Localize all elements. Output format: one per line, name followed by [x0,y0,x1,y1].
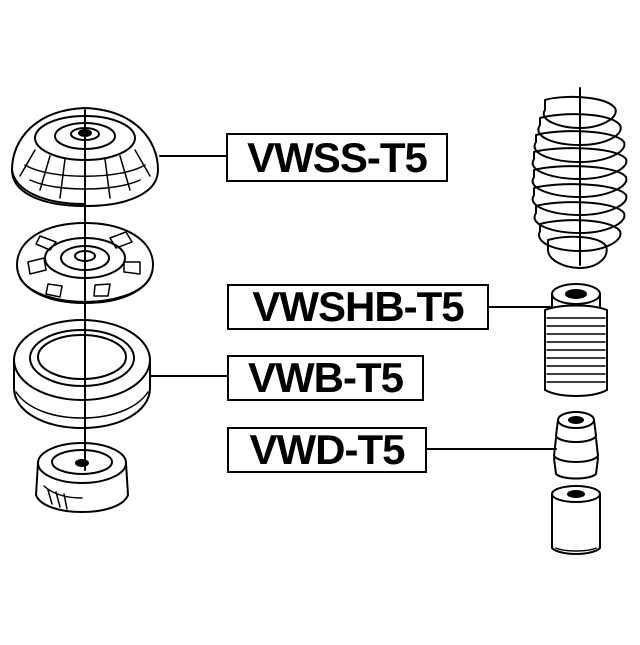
bump-stop-left-drawing [35,442,129,513]
dust-cap-drawing [551,485,601,555]
part-label-bump-stop: VWD-T5 [227,427,427,473]
strut-mount-drawing [11,107,159,207]
part-label-shock-boot: VWSHB-T5 [227,284,489,330]
part-label-strut-mount: VWSS-T5 [226,133,448,182]
leader-lines [149,155,557,450]
bearing-drawing [13,319,151,429]
spring-seat-drawing [16,222,154,304]
coil-boot-drawing [531,87,628,269]
shock-boot-drawing [544,283,608,397]
bump-stop-right-drawing [553,411,599,480]
part-label-bearing: VWB-T5 [227,355,424,401]
